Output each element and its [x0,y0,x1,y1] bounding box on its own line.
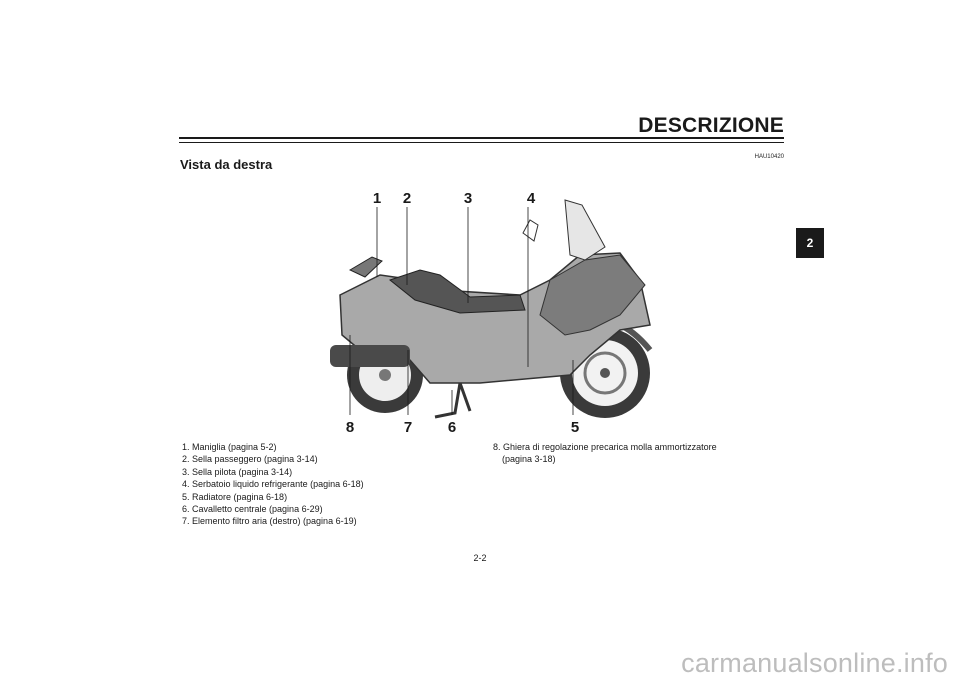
callout-7: 7 [404,419,412,435]
legend-item: 5. Radiatore (pagina 6-18) [182,491,288,502]
legend-right: 8. Ghiera di regolazione precarica molla… [493,441,793,466]
header-rule-thin [179,142,784,143]
watermark: carmanualsonline.info [681,648,948,678]
callout-3: 3 [464,190,472,207]
callout-2: 2 [403,190,411,207]
legend-item: 6. Cavalletto centrale (pagina 6-29) [182,504,323,515]
chapter-tab: 2 [796,228,824,258]
callout-1: 1 [373,190,381,207]
front-cowl [539,254,646,336]
stand [434,382,472,419]
seat [388,269,526,314]
grab-handle [348,256,383,278]
legend-item: 3. Sella pilota (pagina 3-14) [182,466,293,477]
windshield [564,199,606,261]
scooter-illustration: 1 2 3 4 5 6 7 8 [330,190,653,435]
callout-8: 8 [346,419,354,435]
section-title: DESCRIZIONE [638,114,784,137]
legend-item: 2. Sella passeggero (pagina 3-14) [182,454,318,465]
leader-lines [349,207,574,415]
header-rule-thick [179,137,784,139]
callout-4: 4 [527,190,536,207]
reference-code: HAU10420 [754,154,784,160]
legend-item-continued: (pagina 3-18) [502,454,556,465]
mirror [522,219,539,242]
page-number: 2-2 [473,553,487,563]
exhaust [330,345,410,367]
legend-item: 8. Ghiera di regolazione precarica molla… [493,442,717,452]
callout-6: 6 [448,419,456,435]
callout-5: 5 [571,419,579,435]
legend-item: 4. Serbatoio liquido refrigerante (pagin… [182,479,364,490]
legend-left: 1. Maniglia (pagina 5-2) 2. Sella passeg… [182,441,482,528]
page-subtitle: Vista da destra [180,157,273,172]
legend-item: 1. Maniglia (pagina 5-2) [182,442,277,452]
legend-item: 7. Elemento filtro aria (destro) (pagina… [182,516,357,527]
